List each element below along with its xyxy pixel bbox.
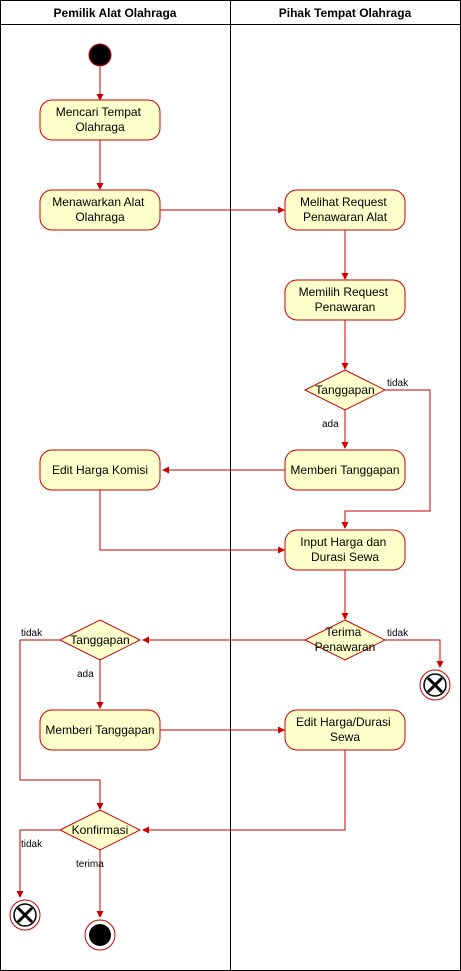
arrowheads xyxy=(16,94,444,918)
arrowhead xyxy=(96,183,104,190)
flow-edit-komisi-to-input xyxy=(99,490,281,551)
activity-label-line: Input Harga dan xyxy=(300,535,386,549)
svg-text:Memberi Tanggapan: Memberi Tanggapan xyxy=(290,463,399,477)
activity-mencari-tempat: Mencari Tempat Olahraga xyxy=(39,99,161,141)
svg-text:Input Harga dan Durasi S: Input Harga dan Durasi Sewa xyxy=(300,535,389,564)
decision-tanggapan-right: Tanggapan xyxy=(303,369,387,411)
arrowhead xyxy=(341,442,349,449)
svg-text:Melihat Request Penawara: Melihat Request Penawaran Alat xyxy=(300,195,390,224)
arrowhead xyxy=(341,273,349,280)
activity-label-line: Memberi Tanggapan xyxy=(45,723,154,737)
arrowhead xyxy=(96,94,104,101)
activity-final-node xyxy=(84,919,116,951)
svg-text:Tanggapan: Tanggapan xyxy=(315,383,374,397)
activity-memberi-tanggapan-right: Memberi Tanggapan xyxy=(284,449,406,491)
decision-label: Penawaran xyxy=(315,640,376,654)
activity-memilih-request: Memilih Request Penawaran xyxy=(284,279,406,321)
arrowhead xyxy=(96,911,104,918)
decision-terima-penawaran: Terima Penawaran xyxy=(303,619,387,661)
activity-label-line: Olahraga xyxy=(75,120,125,134)
activity-label-line: Durasi Sewa xyxy=(311,550,379,564)
activity-label-line: Memilih Request xyxy=(299,285,389,299)
arrowhead xyxy=(278,546,285,554)
flow-konfirmasi-tidak xyxy=(19,829,60,894)
svg-text:Memilih Request Penawara: Memilih Request Penawaran xyxy=(299,285,392,314)
svg-text:Edit Harga/Durasi Sewa: Edit Harga/Durasi Sewa xyxy=(296,715,394,744)
flow-final-left xyxy=(9,899,41,931)
activity-melihat-request: Melihat Request Penawaran Alat xyxy=(284,189,406,231)
arrowhead xyxy=(142,826,149,834)
arrowhead xyxy=(341,363,349,370)
flow-tanggapan-tidak xyxy=(344,389,431,525)
decision-konfirmasi: Konfirmasi xyxy=(58,809,142,851)
activity-label-line: Sewa xyxy=(330,730,360,744)
arrowhead xyxy=(96,803,104,810)
guard-tidak: tidak xyxy=(21,839,43,850)
activity-label-line: Penawaran xyxy=(315,300,376,314)
svg-text:Menawarkan Alat Olahraga: Menawarkan Alat Olahraga xyxy=(52,195,147,224)
decision-label: Terima xyxy=(325,625,361,639)
decision-label: Tanggapan xyxy=(70,633,129,647)
svg-text:Tanggapan: Tanggapan xyxy=(70,633,129,647)
decision-label: Konfirmasi xyxy=(72,823,129,837)
activity-edit-harga-durasi: Edit Harga/Durasi Sewa xyxy=(284,709,406,751)
flow-final-right xyxy=(419,669,451,701)
svg-text:Terima Penawaran: Terima Penawaran xyxy=(315,625,376,654)
arrowhead xyxy=(341,522,349,529)
guard-tidak: tidak xyxy=(21,628,43,639)
control-flows xyxy=(19,67,441,914)
activity-label-line: Edit Harga/Durasi xyxy=(296,715,391,729)
arrowhead xyxy=(436,661,444,668)
arrowhead xyxy=(278,726,285,734)
arrowhead xyxy=(341,613,349,620)
flow-tanggapan-tidak-left xyxy=(19,639,101,806)
guard-ada: ada xyxy=(77,669,94,680)
guard-ada: ada xyxy=(322,419,339,430)
guard-labels: tidak ada tidak tidak ada tidak terima xyxy=(21,378,409,870)
activity-memberi-tanggapan-left: Memberi Tanggapan xyxy=(39,709,161,751)
activity-label-line: Edit Harga Komisi xyxy=(52,463,148,477)
activity-label-line: Menawarkan Alat xyxy=(52,195,145,209)
svg-text:Mencari Tempat Olahraga: Mencari Tempat Olahraga xyxy=(56,105,145,134)
activity-label-line: Melihat Request xyxy=(300,195,387,209)
activity-label-line: Mencari Tempat xyxy=(56,105,142,119)
svg-text:Edit Harga Komisi: Edit Harga Komisi xyxy=(52,463,148,477)
activity-input-harga: Input Harga dan Durasi Sewa xyxy=(284,529,406,571)
arrowhead xyxy=(162,466,169,474)
activity-label-line: Olahraga xyxy=(75,210,125,224)
flow-edit-harga-to-konfirmasi xyxy=(146,750,346,831)
activity-menawarkan-alat: Menawarkan Alat Olahraga xyxy=(39,189,161,231)
activity-edit-harga-komisi: Edit Harga Komisi xyxy=(39,449,161,491)
lane-title-pihak: Pihak Tempat Olahraga xyxy=(279,6,412,20)
flow-terima-tidak xyxy=(385,639,441,664)
activity-label-line: Penawaran Alat xyxy=(303,210,388,224)
decision-tanggapan-left: Tanggapan xyxy=(58,619,142,661)
guard-tidak: tidak xyxy=(387,628,409,639)
arrowhead xyxy=(96,702,104,709)
activity-label-line: Memberi Tanggapan xyxy=(290,463,399,477)
svg-text:Konfirmasi: Konfirmasi xyxy=(72,823,129,837)
initial-node xyxy=(88,43,112,67)
decision-label: Tanggapan xyxy=(315,383,374,397)
lane-title-pemilik: Pemilik Alat Olahraga xyxy=(54,6,177,20)
arrowhead xyxy=(16,891,24,898)
guard-tidak: tidak xyxy=(387,378,409,389)
svg-text:Memberi Tanggapan: Memberi Tanggapan xyxy=(45,723,154,737)
arrowhead xyxy=(278,206,285,214)
arrowhead xyxy=(142,636,149,644)
guard-terima: terima xyxy=(76,859,104,870)
